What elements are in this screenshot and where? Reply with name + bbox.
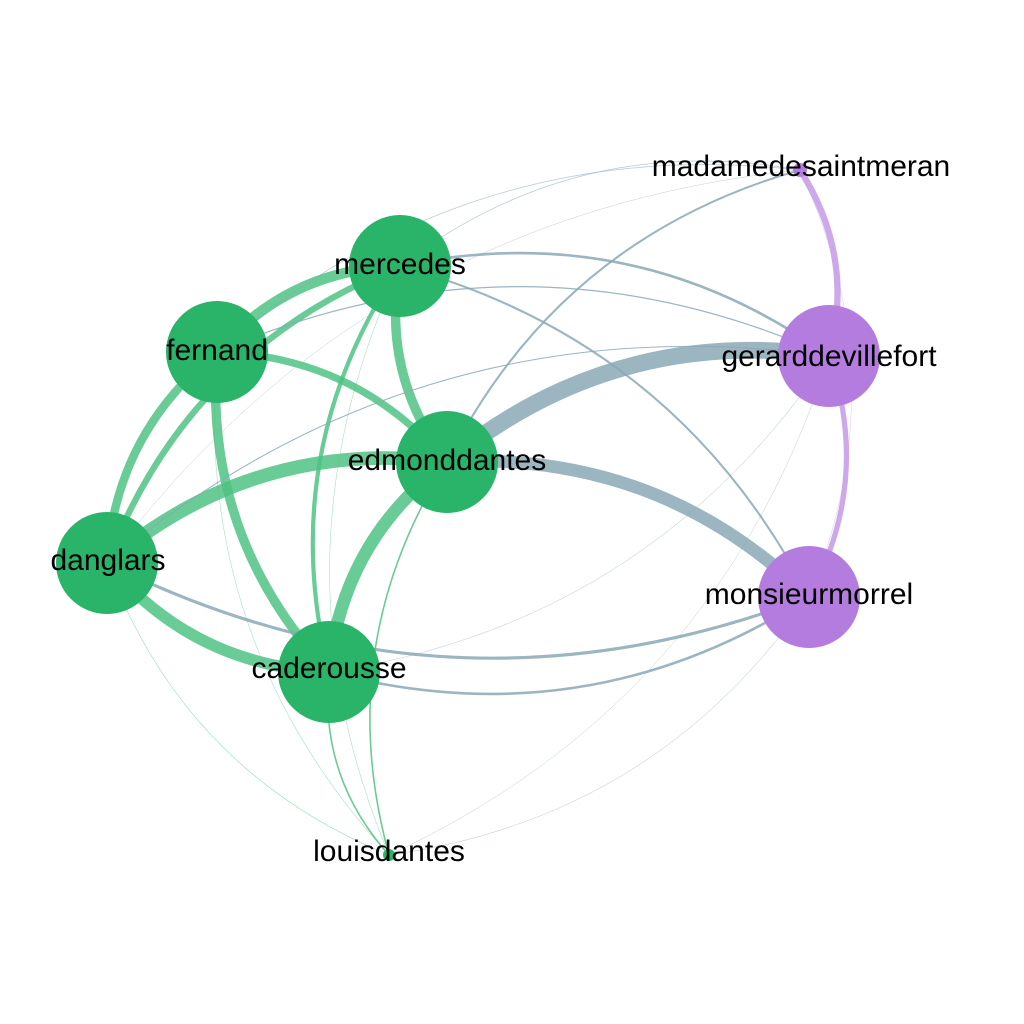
node-label-danglars: danglars	[50, 544, 165, 577]
edge-mercedes-madamedesaintmeran	[399, 160, 801, 267]
node-label-madamedesaintmeran: madamedesaintmeran	[652, 150, 951, 183]
labels-layer: mercedes fernand edmonddantes danglars cader…	[50, 150, 950, 868]
edge-fernand-madamedesaintmeran	[216, 164, 801, 353]
node-label-edmonddantes: edmonddantes	[348, 444, 547, 477]
node-label-gerarddevillefort: gerarddevillefort	[721, 340, 937, 373]
node-louisdantes[interactable]	[383, 849, 395, 861]
edges-layer	[100, 160, 852, 856]
edge-fernand-gerarddevillefort	[216, 286, 830, 357]
node-mercedes[interactable]	[349, 215, 451, 317]
edge-mercedes-monsieurmorrel	[398, 264, 811, 599]
edge-louisdantes-gerarddevillefort	[388, 355, 830, 856]
node-caderousse[interactable]	[278, 621, 380, 723]
edge-louisdantes-danglars	[106, 562, 390, 856]
node-label-caderousse: caderousse	[251, 652, 406, 685]
edge-gerarddevillefort-edmonddantes	[438, 341, 838, 471]
node-label-louisdantes: louisdantes	[313, 835, 465, 868]
edge-caderousse-gerarddevillefort	[328, 355, 830, 673]
edge-louisdantes-monsieurmorrel	[388, 596, 810, 856]
edge-danglars-gerarddevillefort	[106, 345, 830, 564]
node-monsieurmorrel[interactable]	[758, 546, 860, 648]
node-danglars[interactable]	[56, 512, 158, 614]
node-label-fernand: fernand	[166, 334, 268, 367]
node-label-monsieurmorrel: monsieurmorrel	[705, 578, 913, 611]
edge-danglars-monsieurmorrel	[105, 561, 811, 660]
nodes-layer	[56, 163, 880, 861]
edge-monsieurmorrel-edmonddantes	[440, 454, 816, 604]
edge-caderousse-mercedes	[310, 263, 403, 675]
node-edmonddantes[interactable]	[396, 411, 498, 513]
node-madamedesaintmeran[interactable]	[793, 163, 807, 177]
edge-edmonddantes-madamedesaintmeran	[445, 168, 802, 464]
edge-louisdantes-mercedes	[329, 265, 401, 856]
edge-louisdantes-fernand	[214, 351, 390, 856]
edge-mercedes-gerarddevillefort	[398, 251, 831, 358]
node-label-mercedes: mercedes	[334, 248, 466, 281]
edge-caderousse-monsieurmorrel	[327, 595, 811, 696]
node-fernand[interactable]	[166, 301, 268, 403]
node-gerarddevillefort[interactable]	[778, 305, 880, 407]
